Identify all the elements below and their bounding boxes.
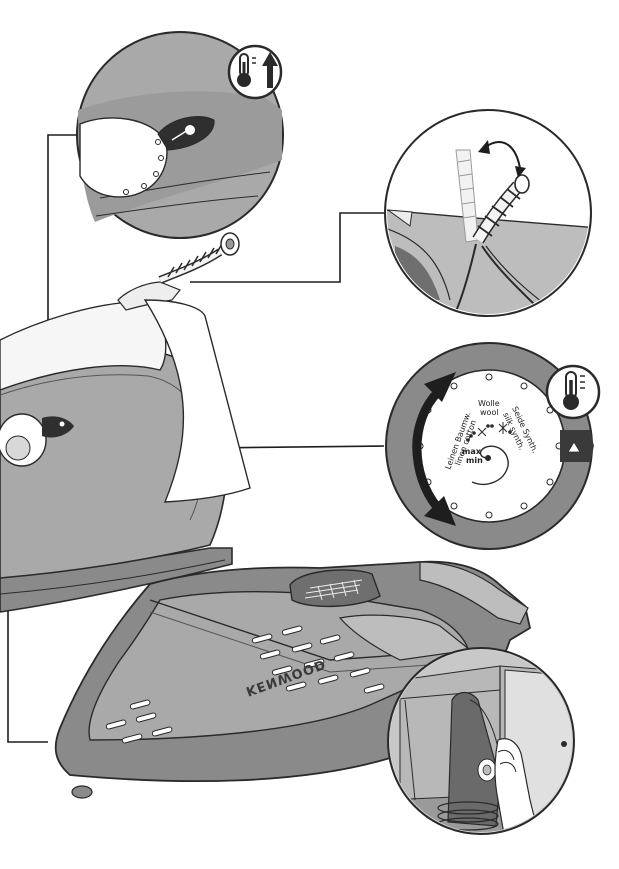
detail-cord-holder	[385, 110, 600, 320]
dial-label-max: max	[462, 447, 482, 456]
detail-thermostat-knob	[77, 32, 283, 238]
thermometer-icon	[547, 366, 599, 418]
dial-label-wool-en: wool	[480, 408, 499, 417]
iron-body	[0, 282, 250, 612]
dial-label-wool-de: Wolle	[478, 399, 500, 408]
thermometer-up-arrow-icon	[229, 46, 281, 98]
detail-temperature-dial: Leinen Baumw. linen cotton Wolle wool Se…	[386, 343, 599, 549]
power-cord	[160, 233, 239, 280]
dial-label-min: min	[466, 456, 483, 465]
